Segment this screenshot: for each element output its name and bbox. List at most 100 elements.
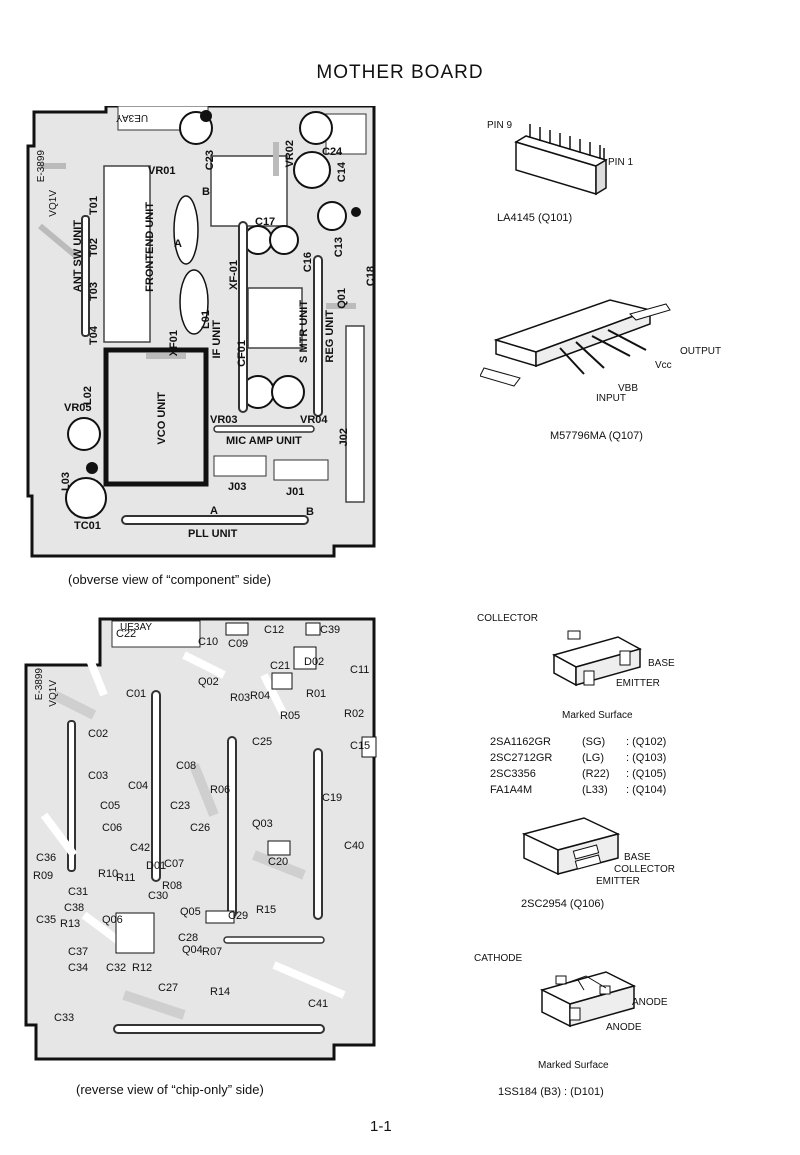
label-c08: C08 — [176, 760, 197, 772]
diode-anode-label-1: ANODE — [632, 997, 668, 1008]
page-title: MOTHER BOARD — [316, 62, 484, 83]
m57796ma-vcc-label: Vcc — [655, 360, 672, 371]
label-t04: T04 — [88, 326, 100, 345]
label-c41: C41 — [308, 998, 329, 1010]
diode-cathode-label: CATHODE — [474, 953, 523, 964]
label-d02: D02 — [304, 656, 325, 668]
label-rev-board-mirror: UE3AY — [120, 622, 153, 633]
label-c03: C03 — [88, 770, 109, 782]
transistor-ref: : (Q104) — [626, 784, 667, 796]
label-if-unit: IF UNIT — [211, 320, 223, 359]
label-j02: J02 — [338, 428, 350, 447]
label-rev-board-code2: VQ1V — [48, 680, 59, 707]
label-board-mirror: UE3AY — [116, 112, 149, 123]
label-l01: L01 — [200, 310, 212, 329]
label-t02: T02 — [88, 238, 100, 257]
label-pll-unit: PLL UNIT — [188, 528, 238, 540]
label-j03: J03 — [228, 481, 247, 493]
label-c04: C04 — [128, 780, 149, 792]
m57796ma-input-label: INPUT — [596, 393, 626, 404]
transistor-part: FA1A4M — [490, 784, 533, 796]
label-c33: C33 — [54, 1012, 75, 1024]
obverse-caption: (obverse view of “component” side) — [68, 572, 272, 587]
transistor-marked-surface: Marked Surface — [562, 710, 633, 721]
label-r10: R10 — [98, 868, 119, 880]
label-c22: C22 — [116, 628, 137, 640]
label-c38: C38 — [64, 902, 85, 914]
label-c27: C27 — [158, 982, 179, 994]
label-c31: C31 — [68, 886, 89, 898]
label-q01: Q01 — [336, 288, 348, 309]
label-c07: C07 — [164, 858, 185, 870]
label-c34: C34 — [68, 962, 89, 974]
label-c18: C18 — [365, 266, 377, 287]
diode-marked-surface: Marked Surface — [538, 1060, 609, 1071]
label-b: B — [202, 186, 210, 198]
label-board-code: E-3899 — [36, 150, 47, 183]
transistor-mark: (LG) — [582, 752, 604, 764]
label-a: A — [174, 238, 182, 250]
diode-anode-label-2: ANODE — [606, 1022, 642, 1033]
label-q04: Q04 — [182, 944, 203, 956]
label-q05: Q05 — [180, 906, 201, 918]
label-c25: C25 — [252, 736, 273, 748]
label-c29: C29 — [228, 910, 249, 922]
transistor-part: 2SC2712GR — [490, 752, 553, 764]
label-vr05: VR05 — [64, 402, 92, 414]
label-c02: C02 — [88, 728, 109, 740]
label-c12: C12 — [264, 624, 285, 636]
label-r06: R06 — [210, 784, 231, 796]
label-c40: C40 — [344, 840, 365, 852]
label-c21: C21 — [270, 660, 291, 672]
label-c01: C01 — [126, 688, 147, 700]
label-c35: C35 — [36, 914, 57, 926]
c2954-emitter-label: EMITTER — [596, 876, 640, 887]
reverse-caption: (reverse view of “chip-only” side) — [76, 1082, 264, 1097]
label-b2: B — [306, 506, 314, 518]
c2954-collector-label: COLLECTOR — [614, 864, 675, 875]
obverse-board-outline — [26, 106, 376, 558]
label-r09: R09 — [33, 870, 54, 882]
label-r03: R03 — [230, 692, 251, 704]
label-c05: C05 — [100, 800, 121, 812]
label-c39: C39 — [320, 624, 341, 636]
label-c06: C06 — [102, 822, 123, 834]
label-q06: Q06 — [102, 914, 123, 926]
label-vr03: VR03 — [210, 414, 238, 426]
label-c13: C13 — [333, 237, 345, 258]
label-c23r: C23 — [170, 800, 191, 812]
label-r02: R02 — [344, 708, 365, 720]
label-c14: C14 — [336, 162, 348, 183]
c2954-name: 2SC2954 (Q106) — [521, 898, 605, 910]
label-l03: L03 — [60, 472, 72, 491]
la4145-ic-icon — [514, 124, 608, 196]
label-tc01: TC01 — [74, 520, 101, 532]
label-r15: R15 — [256, 904, 277, 916]
label-c20: C20 — [268, 856, 289, 868]
label-vr02: VR02 — [284, 140, 296, 168]
label-r05: R05 — [280, 710, 301, 722]
diode-icon — [539, 971, 637, 1028]
label-c09: C09 — [228, 638, 249, 650]
label-c37: C37 — [68, 946, 89, 958]
label-r08: R08 — [162, 880, 183, 892]
label-c42: C42 — [130, 842, 151, 854]
label-r01: R01 — [306, 688, 327, 700]
label-c10: C10 — [198, 636, 219, 648]
label-vr01: VR01 — [148, 165, 176, 177]
label-s-mtr-unit: S MTR UNIT — [298, 300, 310, 363]
transistor-mark: (R22) — [582, 768, 610, 780]
transistor-part: 2SA1162GR — [490, 736, 551, 748]
transistor-ref: : (Q102) — [626, 736, 667, 748]
label-a2: A — [210, 505, 218, 517]
reverse-board-outline — [24, 617, 377, 1061]
label-c16: C16 — [302, 252, 314, 273]
label-reg-unit: REG UNIT — [324, 310, 336, 363]
label-r12: R12 — [132, 962, 153, 974]
label-r13: R13 — [60, 918, 81, 930]
label-r11: R11 — [116, 872, 136, 884]
transistor-base-label: BASE — [648, 658, 675, 669]
label-mic-amp-unit: MIC AMP UNIT — [226, 435, 302, 447]
label-c36: C36 — [36, 852, 57, 864]
transistor-part: 2SC3356 — [490, 768, 536, 780]
